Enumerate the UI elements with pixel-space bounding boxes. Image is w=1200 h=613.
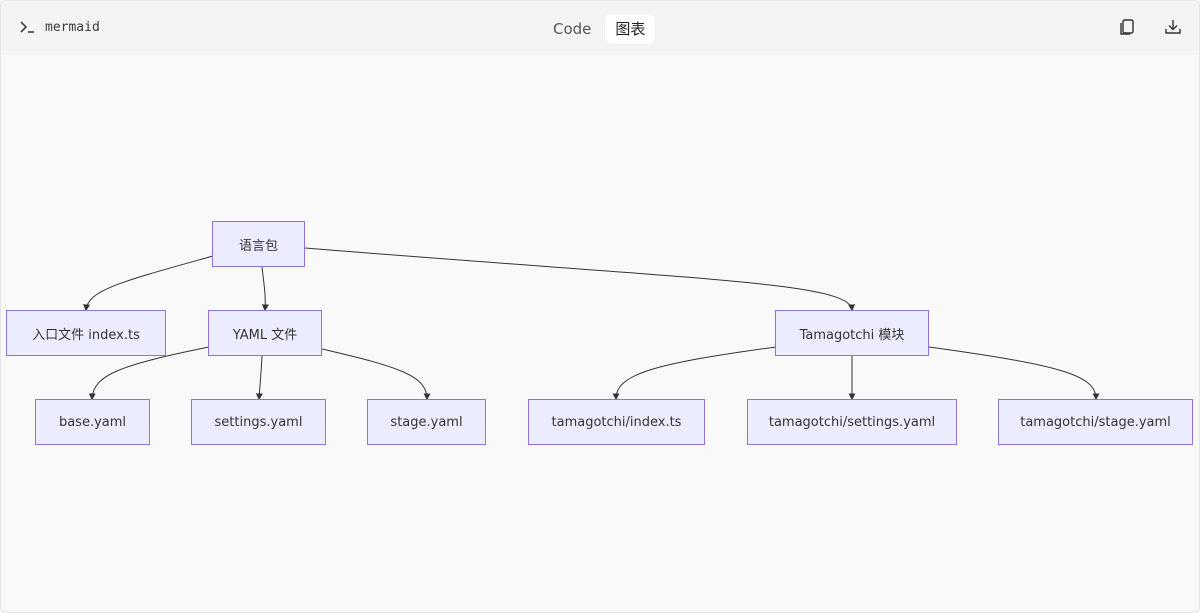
language-indicator: mermaid [19,19,100,35]
node-yaml-files: YAML 文件 [208,310,322,356]
view-tabs: Code 图表 [543,14,656,44]
node-entry-file: 入口文件 index.ts [6,310,166,356]
terminal-prompt-icon [20,21,34,33]
node-tamagotchi-index: tamagotchi/index.ts [528,399,705,445]
tab-diagram[interactable]: 图表 [605,14,656,44]
language-label: mermaid [45,19,100,35]
node-tamagotchi-module: Tamagotchi 模块 [775,310,929,356]
code-block-header: mermaid Code 图表 [1,1,1199,55]
copy-icon[interactable] [1117,17,1137,37]
node-settings-yaml: settings.yaml [191,399,326,445]
download-icon[interactable] [1163,17,1183,37]
node-language-pack: 语言包 [212,221,305,267]
node-tamagotchi-settings: tamagotchi/settings.yaml [747,399,957,445]
diagram-canvas [1,55,1199,612]
node-base-yaml: base.yaml [35,399,150,445]
header-actions [1117,17,1183,37]
node-stage-yaml: stage.yaml [367,399,486,445]
node-tamagotchi-stage: tamagotchi/stage.yaml [998,399,1193,445]
tab-code[interactable]: Code [553,20,592,38]
